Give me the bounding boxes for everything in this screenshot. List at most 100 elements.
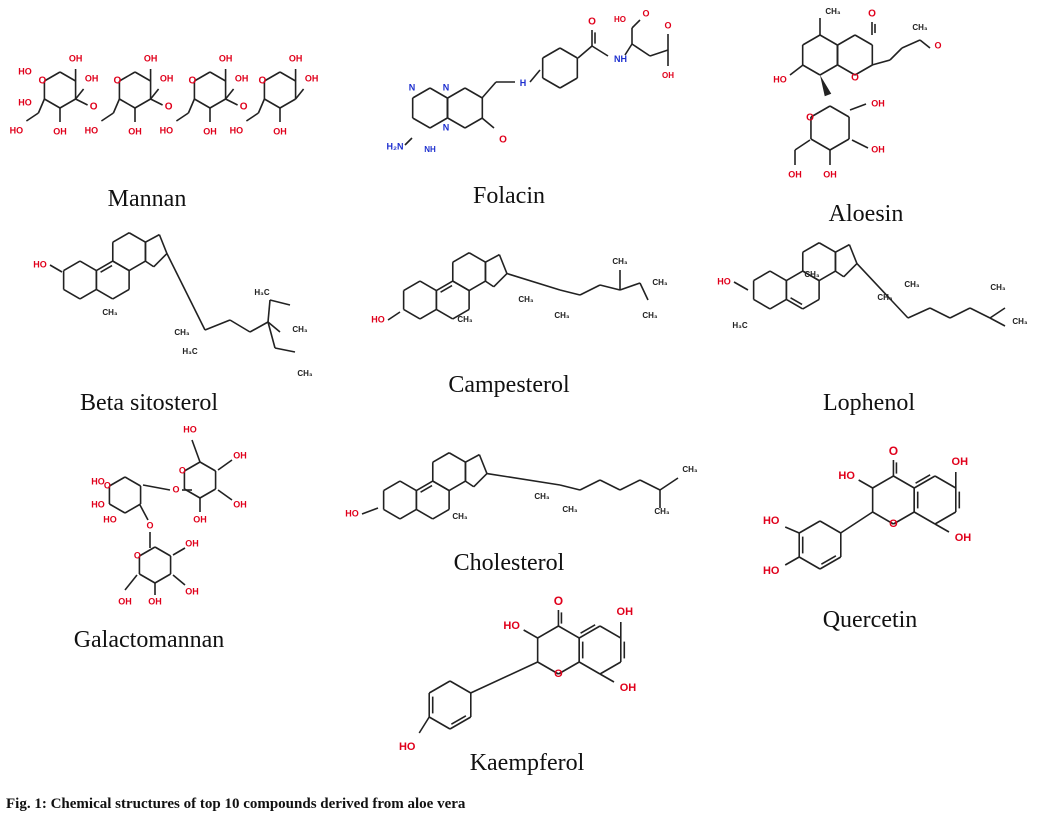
bond [124, 476, 141, 487]
bond [59, 98, 76, 109]
bond [893, 511, 915, 525]
atom-label: HO [160, 125, 174, 135]
bond [854, 64, 873, 76]
bond [790, 297, 803, 306]
bond [187, 98, 196, 114]
bond [217, 489, 233, 501]
bond [631, 43, 651, 57]
bond [798, 556, 821, 570]
bond [473, 472, 488, 488]
bond [529, 69, 541, 83]
bond [871, 59, 891, 66]
bond [139, 573, 156, 584]
bond [619, 479, 641, 491]
atom-label: HO [183, 424, 197, 434]
atom-label: OH [203, 126, 217, 136]
atom-label: CH₃ [457, 315, 473, 324]
bond [523, 629, 539, 639]
atom-label: OH [620, 682, 637, 694]
bond [819, 520, 842, 534]
bond [769, 270, 787, 282]
atom-label: CH₃ [825, 7, 841, 16]
bond [559, 289, 581, 296]
atom-label: O [240, 102, 248, 113]
bond [420, 484, 433, 493]
bond [558, 625, 580, 639]
bond [134, 98, 151, 109]
atom-label: OH [788, 169, 802, 179]
atom-label: CH₃ [654, 507, 670, 516]
bond [810, 138, 831, 151]
bond [810, 105, 831, 118]
bond [435, 308, 454, 320]
atom-label: HO [345, 508, 359, 518]
atom-label: O [172, 484, 179, 494]
atom-label: O [934, 40, 941, 50]
bond [537, 625, 559, 639]
atom-label: O [146, 520, 153, 530]
bond [429, 87, 448, 99]
bond [432, 508, 450, 520]
bond [361, 507, 379, 515]
bond [452, 252, 470, 263]
bond [872, 511, 894, 525]
bond [872, 475, 894, 489]
bond [172, 547, 186, 556]
bond [267, 321, 281, 333]
bond [624, 43, 633, 56]
atom-label: OH [128, 126, 142, 136]
bond [848, 244, 858, 264]
bond [199, 461, 216, 472]
atom-label: CH₃ [554, 311, 570, 320]
bond [837, 34, 856, 46]
bond [485, 253, 500, 263]
bond [79, 260, 97, 272]
bond [144, 260, 155, 268]
atom-label: OH [871, 98, 885, 108]
atom-label: HO [91, 476, 105, 486]
atom-label: OH [617, 606, 634, 618]
atom-label: H₃C [182, 347, 197, 356]
bond [419, 308, 437, 320]
atom-label: O [90, 102, 98, 113]
bond [989, 317, 1006, 327]
atom-label: O [134, 550, 141, 560]
atom-label: CH₃ [452, 512, 468, 521]
bond [733, 281, 749, 291]
bond [851, 139, 869, 149]
atom-label: OH [118, 596, 132, 606]
bond [383, 480, 401, 492]
bond [599, 661, 622, 675]
bond [449, 680, 472, 694]
bond [769, 298, 787, 310]
atom-label: HO [399, 741, 416, 753]
bond [934, 523, 950, 533]
bond [267, 299, 271, 323]
bond [465, 453, 480, 463]
bond [194, 71, 211, 82]
atom-label: O [889, 518, 898, 530]
bond [217, 459, 233, 471]
bond [128, 260, 146, 272]
bond [112, 98, 121, 114]
atom-label: CH₃ [904, 280, 920, 289]
atom-label: OH [53, 126, 67, 136]
bond [209, 71, 226, 82]
bond [802, 270, 820, 282]
bond [452, 308, 470, 320]
bond [915, 474, 931, 484]
bond [440, 284, 453, 293]
bond [172, 574, 186, 586]
atom-label: O [889, 444, 898, 458]
bond [150, 98, 163, 106]
bond [889, 47, 903, 61]
bond [919, 39, 931, 49]
atom-label: N [443, 122, 450, 132]
bond [649, 49, 669, 57]
bond [432, 480, 450, 492]
bond [194, 98, 211, 109]
